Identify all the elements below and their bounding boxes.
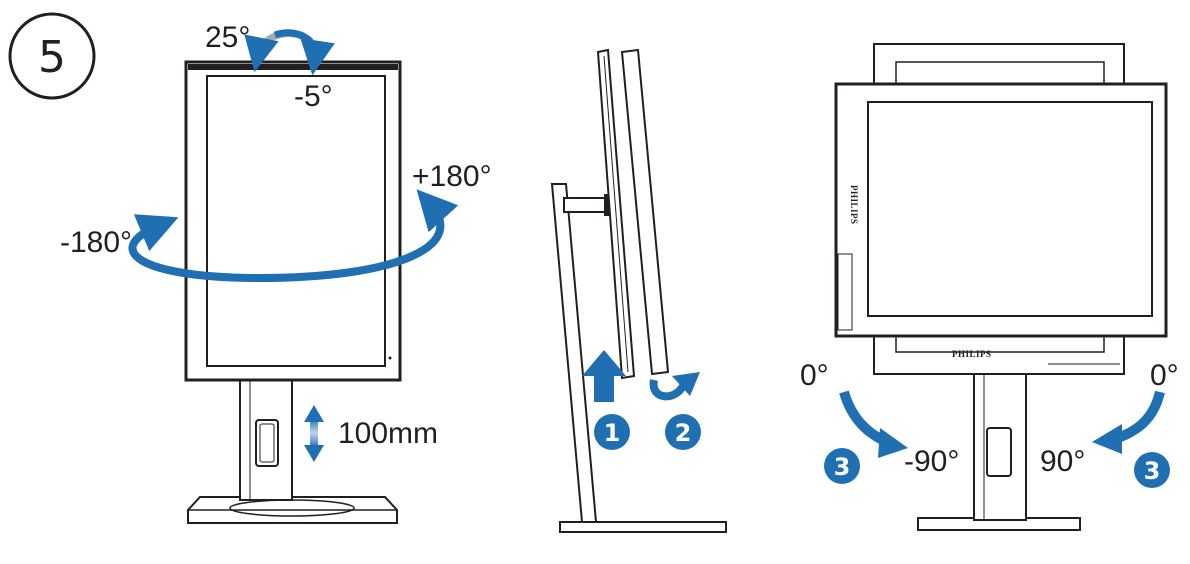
front-view-monitor <box>184 60 402 524</box>
rotate-arrow-icon <box>649 372 700 401</box>
swivel-right-label: +180° <box>412 160 492 193</box>
svg-text:2: 2 <box>675 419 692 447</box>
side-view-monitor <box>550 48 727 533</box>
pivot-left-end-label: -90° <box>904 445 959 478</box>
svg-text:3: 3 <box>1144 457 1161 485</box>
pivot-view-monitor <box>834 43 1168 531</box>
tilt-arrow-icon <box>244 29 335 76</box>
brand-label-bottom: PHILIPS <box>952 349 992 359</box>
badge-2: 2 <box>665 414 701 450</box>
step-number: 5 <box>38 32 66 83</box>
swivel-left-label: -180° <box>60 226 132 259</box>
pivot-arrow-icon <box>839 390 1165 458</box>
brand-label-side: PHILIPS <box>849 185 859 225</box>
swivel-arrow-icon <box>128 189 459 283</box>
tilt-down-label: -5° <box>294 80 333 113</box>
step-number-badge: 5 <box>8 12 96 100</box>
pivot-left-start-label: 0° <box>800 359 829 392</box>
height-range-label: 100mm <box>338 417 438 450</box>
pivot-right-end-label: 90° <box>1040 445 1085 478</box>
svg-text:3: 3 <box>834 453 851 481</box>
badge-1: 1 <box>594 414 630 450</box>
pivot-right-start-label: 0° <box>1150 359 1179 392</box>
height-arrow-icon <box>304 405 324 462</box>
up-arrow-icon <box>582 350 626 402</box>
tilt-up-label: 25° <box>205 21 250 54</box>
badge-3-right: 3 <box>1134 452 1170 488</box>
badge-3-left: 3 <box>824 448 860 484</box>
svg-text:1: 1 <box>604 419 621 447</box>
